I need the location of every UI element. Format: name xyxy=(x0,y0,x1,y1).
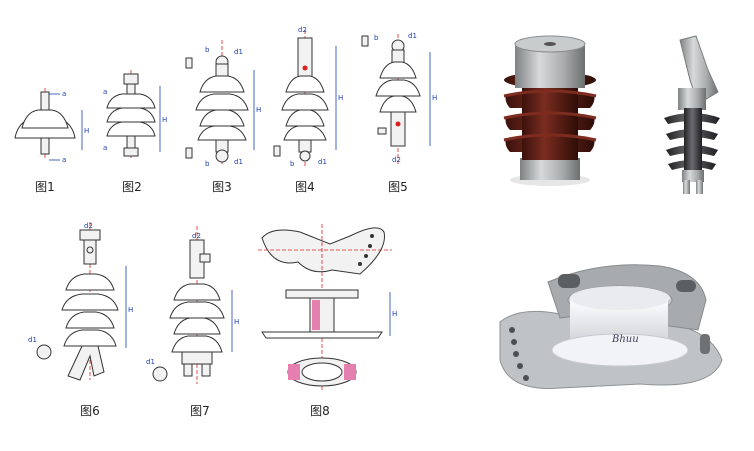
svg-text:a: a xyxy=(103,144,107,152)
figure-3-drawing: H b d1 b d1 xyxy=(185,40,261,168)
figure-4-drawing: H d2 b d1 xyxy=(273,26,343,168)
svg-text:d2: d2 xyxy=(192,232,201,240)
fig1-dim-a: a xyxy=(62,90,66,98)
svg-text:b: b xyxy=(205,160,210,168)
svg-text:d2: d2 xyxy=(298,26,307,34)
svg-text:H: H xyxy=(256,106,261,114)
figure-8-caption: 图8 xyxy=(310,404,330,418)
figure-2-drawing: H a a xyxy=(103,70,167,160)
fig1-dim-a2: a xyxy=(62,156,66,164)
fig1-dim-H: H xyxy=(84,127,89,135)
svg-text:d1: d1 xyxy=(318,158,327,166)
figure-7-drawing: H d2 d1 xyxy=(146,226,239,384)
svg-text:H: H xyxy=(162,116,167,124)
svg-text:a: a xyxy=(103,88,107,96)
figure-4-caption: 图4 xyxy=(295,180,315,194)
svg-text:d1: d1 xyxy=(408,32,417,40)
photo-post-insulator-top xyxy=(503,35,597,186)
svg-text:d2: d2 xyxy=(392,156,401,164)
svg-text:H: H xyxy=(128,306,133,314)
svg-text:H: H xyxy=(432,94,437,102)
figure-2-caption: 图2 xyxy=(122,180,142,194)
photo-spool-insulator-clevis: Bhuu xyxy=(499,264,723,389)
figure-8-drawing: H xyxy=(258,224,397,392)
photo-brand-mark: Bhuu xyxy=(611,334,639,345)
svg-text:b: b xyxy=(374,34,379,42)
figure-1-drawing: H a a xyxy=(14,88,89,164)
photo-post-insulator-bracket xyxy=(664,35,720,194)
svg-text:b: b xyxy=(205,46,210,54)
svg-text:b: b xyxy=(290,160,295,168)
svg-text:d2: d2 xyxy=(84,222,93,230)
svg-text:H: H xyxy=(392,310,397,318)
figure-5-drawing: H b d1 d2 xyxy=(361,32,437,166)
svg-text:d1: d1 xyxy=(146,358,155,366)
svg-text:H: H xyxy=(234,318,239,326)
figure-3-caption: 图3 xyxy=(212,180,232,194)
figure-7-caption: 图7 xyxy=(190,404,210,418)
figure-6-caption: 图6 xyxy=(80,404,100,418)
figure-6-drawing: H d2 d1 xyxy=(28,222,133,381)
svg-text:d1: d1 xyxy=(234,48,243,56)
svg-text:d1: d1 xyxy=(234,158,243,166)
svg-text:H: H xyxy=(338,94,343,102)
figure-5-caption: 图5 xyxy=(388,180,408,194)
figure-1-caption: 图1 xyxy=(35,180,55,194)
svg-text:d1: d1 xyxy=(28,336,37,344)
